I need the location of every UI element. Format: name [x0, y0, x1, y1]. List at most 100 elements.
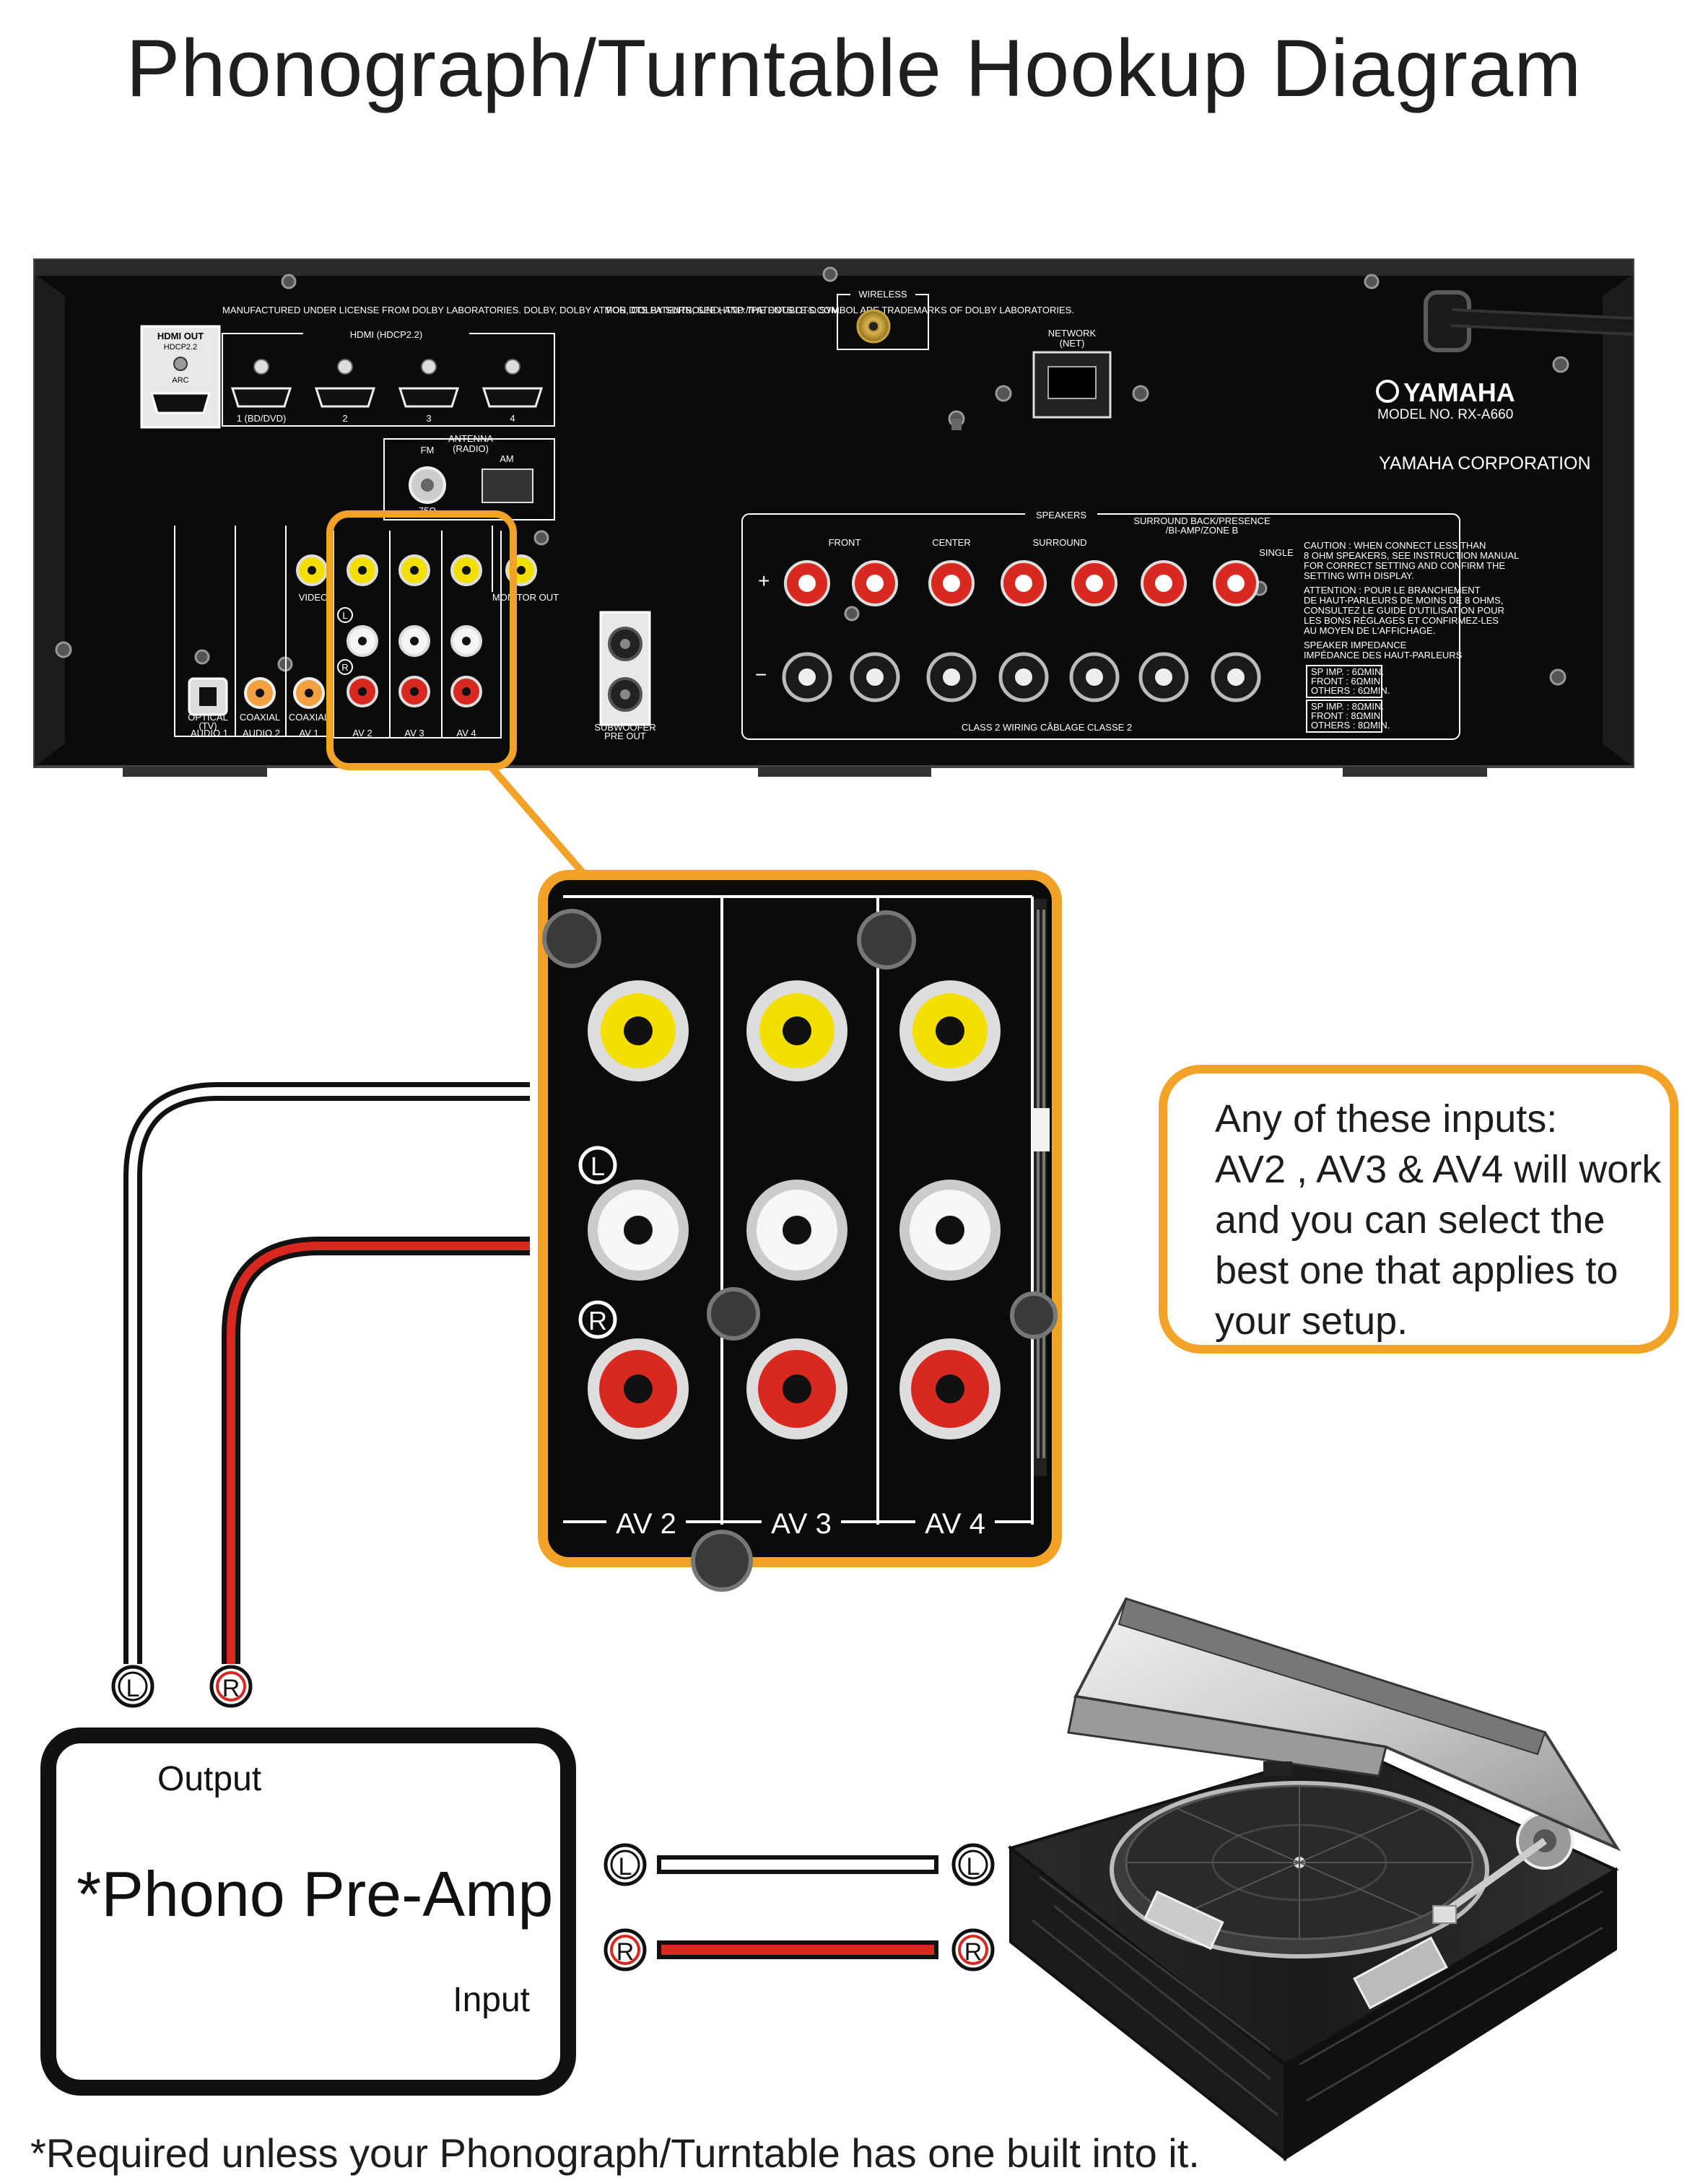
biamp-label: /BI-AMP/ZONE B	[1166, 525, 1238, 536]
page-title: Phonograph/Turntable Hookup Diagram	[126, 23, 1582, 113]
imp-box1-3: OTHERS : 6ΩMIN.	[1311, 685, 1390, 696]
license-note: MANUFACTURED UNDER LICENSE FROM DOLBY LA…	[222, 305, 1074, 315]
subwoofer-label: SUBWOOFER	[594, 722, 655, 733]
single-label: SINGLE	[1259, 547, 1294, 558]
power-cord	[1424, 290, 1634, 352]
zoom-left-marker: L	[591, 1151, 605, 1181]
impedance-2: IMPÉDANCE DES HAUT-PARLEURS	[1304, 650, 1463, 661]
yamaha-branding: YAMAHA MODEL NO. RX-A660 YAMAHA CORPORAT…	[1376, 378, 1591, 474]
hdmi-port-4-label: 4	[510, 413, 515, 424]
attention-2: DE HAUT-PARLEURS DE MOINS DE 8 OHMS,	[1304, 595, 1503, 606]
small-l-marker: L	[342, 610, 347, 621]
av1-label: AV 1	[299, 728, 318, 738]
callout-line-2: AV2 , AV3 & AV4 will work	[1215, 1148, 1662, 1191]
network-section: NETWORK (NET)	[951, 328, 1112, 430]
input-right-marker-a: R	[616, 1938, 635, 1966]
antenna-section: ANTENNA (RADIO) FM AM 75Ω	[383, 433, 555, 520]
av3-small-label: AV 3	[404, 728, 424, 738]
imp-box1-1: SP IMP. : 6ΩMIN.	[1311, 666, 1384, 677]
pre-out-label: PRE OUT	[604, 731, 646, 741]
am-terminal	[482, 469, 533, 503]
footnote: *Required unless your Phonograph/Turntab…	[30, 2130, 1200, 2176]
wireless-label: WIRELESS	[858, 289, 907, 300]
center-label: CENTER	[932, 537, 970, 548]
callout-line-5: your setup.	[1215, 1299, 1408, 1343]
output-right-marker: R	[222, 1675, 240, 1702]
zoom-right-audio-jacks	[588, 1338, 1001, 1439]
turntable-illustration	[1007, 1597, 1621, 2162]
wireless-antenna-section: WIRELESS	[837, 289, 929, 350]
callout-line-1: Any of these inputs:	[1215, 1097, 1558, 1141]
caution-4: SETTING WITH DISPLAY.	[1304, 570, 1414, 581]
caution-1: CAUTION : WHEN CONNECT LESS THAN	[1304, 540, 1486, 551]
yamaha-logo-icon	[1376, 380, 1399, 403]
av-inputs-highlight	[326, 510, 517, 770]
av-inputs-zoom: L R AV 2 AV 3 AV 4	[538, 870, 1062, 1592]
zoom-video-jacks	[588, 980, 1001, 1081]
speakers-label: SPEAKERS	[1036, 510, 1086, 520]
imp-box2-3: OTHERS : 8ΩMIN.	[1311, 720, 1390, 731]
corporation-name: YAMAHA CORPORATION	[1379, 453, 1591, 474]
speakers-section: SPEAKERS SURROUND BACK/PRESENCE /BI-AMP/…	[741, 508, 1519, 740]
monitor-out-label: MONITOR OUT	[492, 592, 559, 603]
imp-box2-1: SP IMP. : 8ΩMIN.	[1311, 701, 1384, 712]
surround-label: SURROUND	[1032, 537, 1086, 548]
receiver-back-panel: MANUFACTURED UNDER LICENSE FROM DOLBY LA…	[33, 258, 1634, 777]
hdmi-out-section: HDMI OUT HDCP2.2 ARC	[140, 325, 221, 429]
attention-5: AU MOYEN DE L'AFFICHAGE.	[1304, 625, 1435, 636]
hdmi-out-sub: HDCP2.2	[164, 343, 197, 352]
optical-label: OPTICAL	[188, 712, 228, 723]
model-number: MODEL NO. RX-A660	[1377, 407, 1513, 422]
av2-small-label: AV 2	[352, 728, 372, 738]
callout-line-4: best one that applies to	[1215, 1249, 1618, 1292]
output-left-marker: L	[126, 1675, 140, 1702]
class2-label: CLASS 2 WIRING CÂBLAGE CLASSE 2	[962, 722, 1132, 733]
small-r-marker: R	[341, 662, 348, 673]
fm-label: FM	[421, 445, 435, 456]
analog-inputs-section: VIDEO OPTICAL (TV) COAXIAL COAXIAL AUDIO…	[174, 526, 559, 738]
hdmi-arc-label: ARC	[172, 376, 188, 385]
zoom-av2-label: AV 2	[616, 1508, 676, 1540]
zoom-right-marker: R	[588, 1306, 607, 1335]
brand-name: YAMAHA	[1403, 378, 1515, 407]
preamp-input-label: Input	[453, 1981, 530, 2019]
network-label: NETWORK	[1048, 328, 1097, 339]
hdmi-out-port	[149, 392, 212, 414]
av4-small-label: AV 4	[456, 728, 476, 738]
plus-sign: +	[758, 570, 770, 592]
hdmi-port-2-label: 2	[342, 413, 347, 424]
audio1-label: AUDIO 1	[191, 728, 228, 738]
attention-4: LES BONS RÉGLAGES ET CONFIRMEZ-LES	[1304, 615, 1499, 626]
output-cables: L R	[111, 1082, 530, 1708]
attention-3: CONSULTEZ LE GUIDE D'UTILISATION POUR	[1304, 605, 1504, 616]
hdmi-group-label: HDMI (HDCP2.2)	[350, 329, 422, 340]
callout-line-3: and you can select the	[1215, 1198, 1605, 1242]
caution-2: 8 OHM SPEAKERS, SEE INSTRUCTION MANUAL	[1304, 550, 1519, 561]
hdmi-inputs-section: HDMI (HDCP2.2) 1 (BD/DVD) 2 3 4	[222, 328, 555, 427]
phono-preamp-box: Output *Phono Pre-Amp Input	[40, 1727, 576, 2096]
imp-box1-2: FRONT : 6ΩMIN.	[1311, 676, 1383, 687]
subwoofer-section: SUBWOOFER PRE OUT	[594, 611, 656, 741]
input-left-marker-b: L	[967, 1853, 980, 1881]
video-label: VIDEO	[299, 592, 328, 603]
hdmi-port-1-label: 1 (BD/DVD)	[237, 413, 287, 424]
dts-note: FOR DTS PATENTS, SEE HTTP://PATENTS.DTS.…	[606, 305, 842, 315]
front-label: FRONT	[829, 537, 861, 548]
zoom-connector-line	[488, 764, 588, 878]
antenna-label: ANTENNA	[448, 433, 493, 444]
attention-1: ATTENTION : POUR LE BRANCHEMENT	[1304, 585, 1481, 596]
zoom-left-audio-jacks	[588, 1180, 1001, 1281]
hdmi-out-label: HDMI OUT	[157, 331, 204, 341]
audio2-label: AUDIO 2	[243, 728, 280, 738]
inputs-callout: Any of these inputs: AV2 , AV3 & AV4 wil…	[1159, 1065, 1678, 1354]
minus-sign: −	[755, 663, 767, 686]
network-sub: (NET)	[1060, 338, 1085, 349]
preamp-output-label: Output	[157, 1760, 262, 1798]
hdmi-port-3-label: 3	[426, 413, 431, 424]
coaxial-label-2: COAXIAL	[289, 712, 329, 723]
surround-back-label: SURROUND BACK/PRESENCE	[1133, 515, 1271, 526]
am-label: AM	[500, 453, 514, 464]
preamp-name: *Phono Pre-Amp	[77, 1858, 554, 1930]
caution-3: FOR CORRECT SETTING AND CONFIRM THE	[1304, 560, 1505, 571]
av-inputs-small: L R AV 2 AV 3 AV 4	[333, 531, 502, 738]
